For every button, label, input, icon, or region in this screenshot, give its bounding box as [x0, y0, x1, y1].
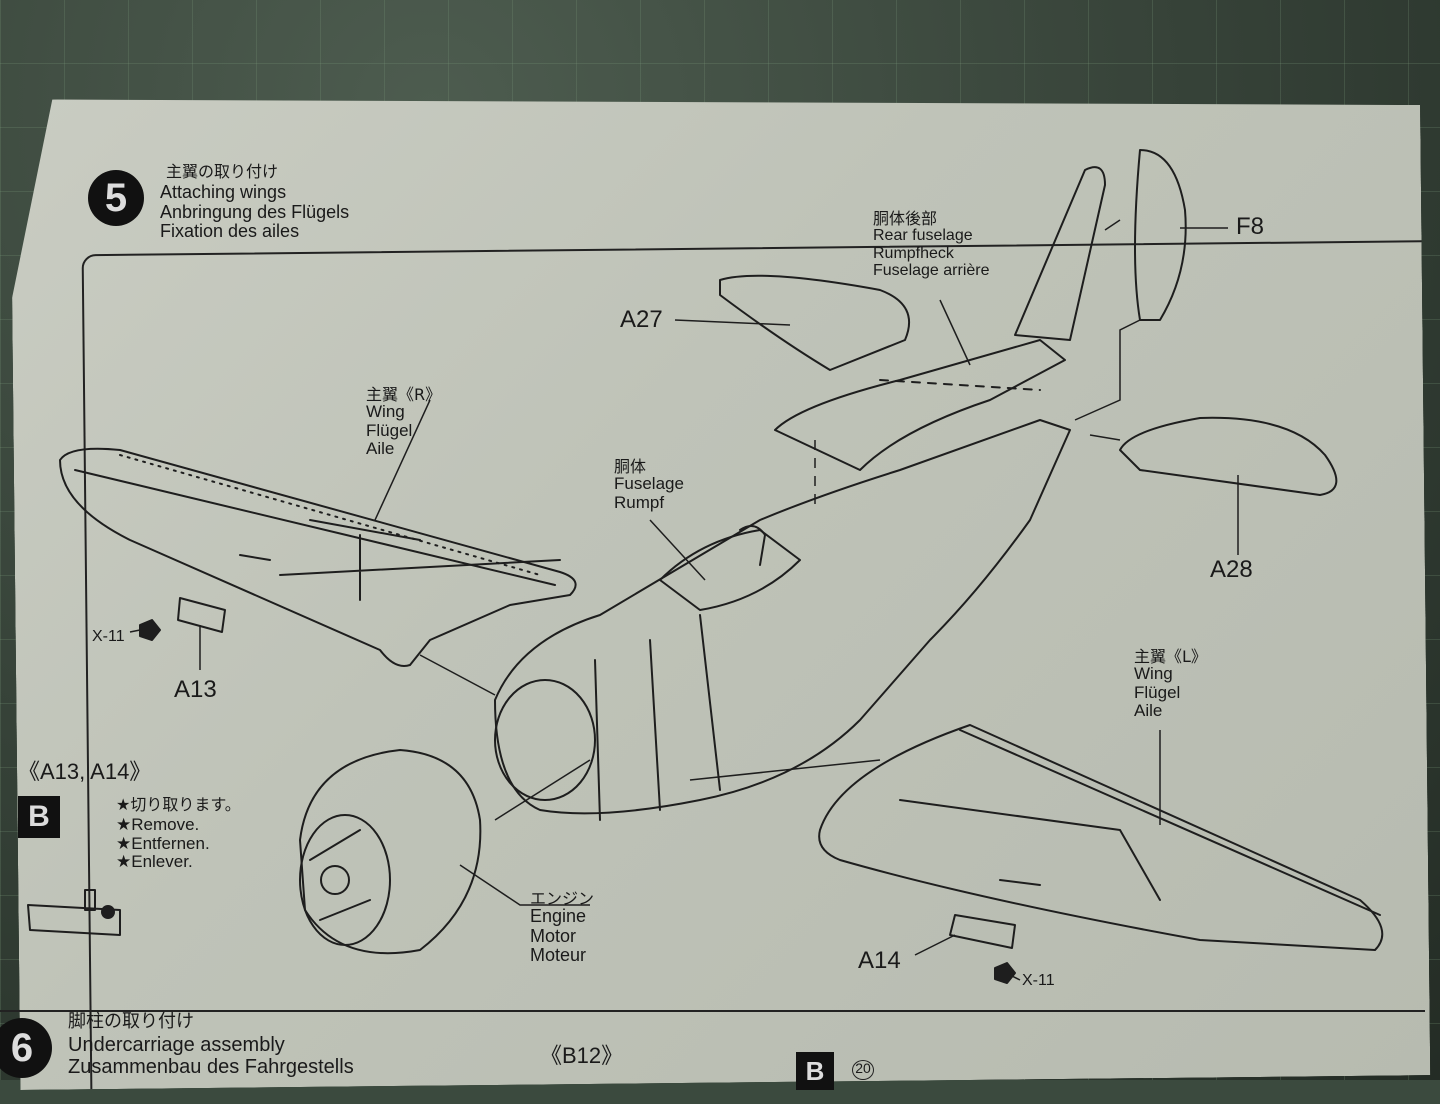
engine-cowling: [299, 749, 482, 955]
step6-title-ja: 脚柱の取り付け: [68, 1011, 194, 1032]
left-wing-outline: [818, 724, 1384, 951]
subassembly-badge: B: [18, 796, 60, 838]
step5-title-block: 主翼の取り付け Attaching wings Anbringung des F…: [160, 163, 349, 242]
instr-fr: ★Enlever.: [116, 851, 193, 871]
part-a28: A28: [1210, 556, 1253, 583]
step6-badge: B: [796, 1052, 834, 1090]
step6-title-de: Zusammenbau des Fahrgestells: [68, 1056, 354, 1079]
label-engine: エンジン Engine Motor Moteur: [530, 890, 594, 966]
wing-l-ja: 主翼《L》: [1134, 647, 1207, 666]
wing-l-en: Wing: [1134, 664, 1173, 684]
rear-fuselage-en: Rear fuselage: [873, 227, 973, 245]
part-a14: A14: [858, 947, 901, 974]
step6-title-block: 脚柱の取り付け Undercarriage assembly Zusammenb…: [68, 1012, 354, 1079]
wing-r-ja: 主翼《R》: [366, 385, 442, 404]
rear-fuselage: [774, 339, 1066, 471]
aircraft-assembly-drawing: [27, 149, 1384, 984]
step6-badge-letter: B: [805, 1055, 825, 1086]
fuselage-de: Rumpf: [614, 492, 665, 512]
engine-ja: エンジン: [530, 889, 595, 908]
wing-r-de: Flügel: [366, 420, 413, 440]
step5-title-ja: 主翼の取り付け: [166, 162, 279, 181]
engine-de: Motor: [530, 925, 577, 946]
stabilizer-a27: [719, 274, 910, 371]
wing-r-fr: Aile: [366, 438, 395, 458]
instr-de: ★Entfernen.: [116, 833, 210, 853]
wing-l-de: Flügel: [1134, 682, 1181, 702]
rear-fuselage-ja: 胴体後部: [873, 209, 938, 228]
subassembly-instructions: ★切り取ります。 ★Remove. ★Entfernen. ★Enlever.: [116, 796, 241, 871]
right-wing-outline: [59, 447, 577, 667]
rudder-part: [1134, 149, 1187, 321]
label-wing-l: 主翼《L》 Wing Flügel Aile: [1134, 648, 1207, 720]
part-a13: A13: [174, 676, 217, 703]
step5-number-badge: 5: [88, 170, 144, 226]
x11-nut-right: [994, 962, 1016, 984]
sprue-detail: [27, 889, 121, 936]
instr-ja: ★切り取ります。: [116, 795, 241, 814]
step5-number: 5: [104, 175, 128, 220]
engine-en: Engine: [530, 906, 587, 927]
rear-fuselage-fr: Fuselage arrière: [873, 261, 990, 279]
step6-title-en: Undercarriage assembly: [68, 1034, 285, 1057]
label-wing-r: 主翼《R》 Wing Flügel Aile: [366, 386, 441, 458]
step6-badge-number: 20: [852, 1060, 874, 1080]
fuselage-en: Fuselage: [614, 474, 684, 494]
label-rear-fuselage: 胴体後部 Rear fuselage Rumpfheck Fuselage ar…: [873, 210, 990, 279]
part-a13-shape: [177, 597, 226, 633]
step5-title-de: Anbringung des Flügels: [160, 201, 350, 222]
step5-title-fr: Fixation des ailes: [160, 221, 300, 242]
part-a14-shape: [949, 914, 1016, 949]
part-x11-left: X-11: [92, 628, 125, 645]
label-fuselage: 胴体 Fuselage Rumpf: [614, 458, 684, 512]
instr-en: ★Remove.: [116, 815, 200, 835]
cockpit-outline: [659, 529, 801, 611]
step5-title-en: Attaching wings: [160, 182, 287, 203]
rear-fuselage-de: Rumpfheck: [873, 244, 954, 262]
fuselage-ja: 胴体: [614, 457, 647, 476]
step6-number: 6: [10, 1025, 34, 1070]
stabilizer-a28: [1119, 416, 1338, 496]
part-a27: A27: [620, 306, 663, 333]
fuselage-outline: [494, 419, 1071, 815]
step6-number-badge: 6: [0, 1018, 52, 1078]
x11-nut-left: [139, 619, 161, 641]
subassembly-title: 《A13, A14》: [18, 759, 152, 784]
engine-fr: Moteur: [530, 945, 587, 966]
wing-l-fr: Aile: [1134, 700, 1163, 720]
step6-subtitle: 《B12》: [540, 1043, 624, 1068]
part-x11-right: X-11: [1022, 972, 1055, 989]
part-f8: F8: [1236, 213, 1265, 240]
step6-frame: [0, 1010, 1425, 1092]
vertical-fin: [1014, 166, 1106, 341]
wing-r-en: Wing: [366, 402, 405, 422]
subassembly-badge-letter: B: [28, 800, 50, 833]
